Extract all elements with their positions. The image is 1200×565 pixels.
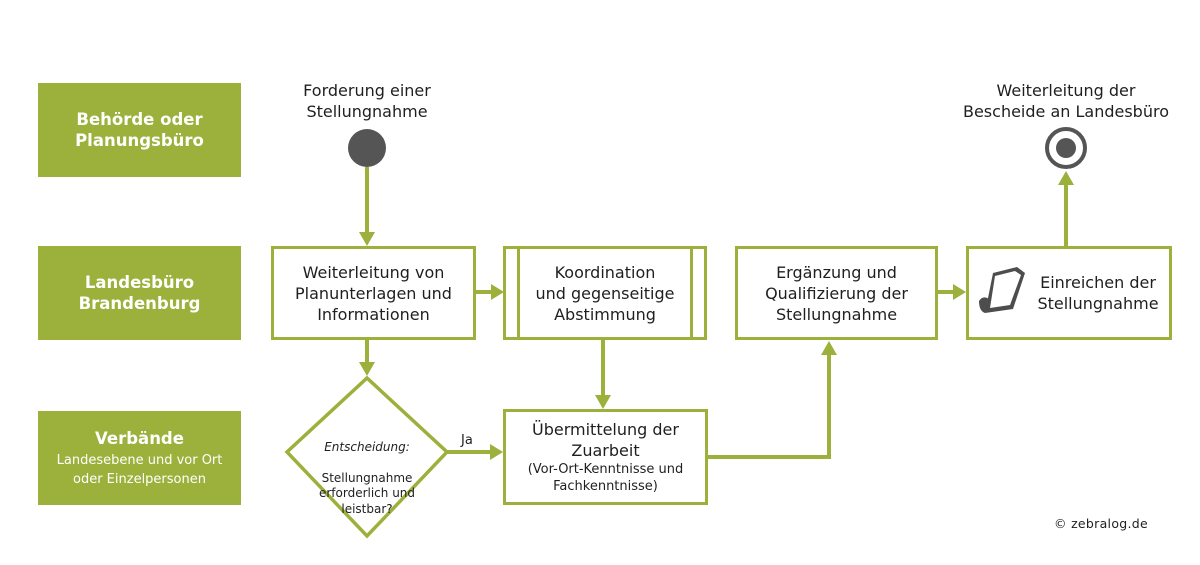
arrowhead-3: [491, 284, 504, 300]
decision-body: Stellungnahme erforderlich und leistbar?: [318, 470, 416, 516]
box-koordination: Koordination und gegenseitige Abstimmung: [503, 246, 707, 340]
box-uebermittelung: Übermittelung der Zuarbeit (Vor-Ort-Kenn…: [503, 409, 708, 505]
document-icon: [979, 267, 1025, 313]
box-einreichen: Einreichen der Stellungnahme: [966, 246, 1172, 340]
arrowhead-1: [359, 232, 375, 246]
lane-verbaende: Verbände Landesebene und vor Ort oder Ei…: [38, 411, 241, 505]
lane-landesbuero: Landesbüro Brandenburg: [38, 246, 241, 340]
decision-diamond: [284, 375, 450, 539]
lane-verbaende-title: Verbände: [95, 428, 184, 448]
box-ergaenzung: Ergänzung und Qualifizierung der Stellun…: [735, 246, 938, 340]
lane-behoerde: Behörde oder Planungsbüro: [38, 83, 241, 177]
box-weiterleitung-label: Weiterleitung von Planunterlagen und Inf…: [295, 262, 452, 324]
lane-behoerde-title: Behörde oder Planungsbüro: [75, 110, 204, 150]
copyright-label: © zebralog.de: [1054, 516, 1149, 531]
lane-verbaende-subtitle: Landesebene und vor Ort oder Einzelperso…: [56, 452, 223, 487]
arrowhead-5: [490, 444, 503, 460]
arrow-uebermittelung-to-ergaenzung: [708, 353, 831, 459]
lane-landesbuero-title: Landesbüro Brandenburg: [78, 273, 201, 313]
box-weiterleitung: Weiterleitung von Planunterlagen und Inf…: [271, 246, 476, 340]
box-koordination-label: Koordination und gegenseitige Abstimmung: [535, 262, 675, 324]
box-uebermittelung-subtitle: (Vor-Ort-Kenntnisse und Fachkenntnisse): [527, 462, 684, 494]
yes-label: Ja: [461, 433, 473, 448]
decision-question: Entscheidung:: [324, 439, 410, 454]
box-ergaenzung-label: Ergänzung und Qualifizierung der Stellun…: [765, 262, 908, 324]
arrowhead-4: [595, 395, 611, 409]
arrowhead-6: [821, 341, 837, 355]
arrowhead-2: [359, 362, 375, 376]
start-node-icon: [348, 129, 386, 167]
start-label: Forderung einer Stellungnahme: [303, 81, 431, 121]
arrowhead-8: [1058, 171, 1074, 185]
box-einreichen-label: Einreichen der Stellungnahme: [1037, 273, 1159, 313]
box-uebermittelung-title: Übermittelung der Zuarbeit: [532, 420, 679, 460]
end-label: Weiterleitung der Bescheide an Landesbür…: [962, 81, 1169, 121]
decision-text: Entscheidung: Stellungnahme erforderlich…: [297, 424, 437, 517]
arrowhead-7: [953, 284, 966, 300]
